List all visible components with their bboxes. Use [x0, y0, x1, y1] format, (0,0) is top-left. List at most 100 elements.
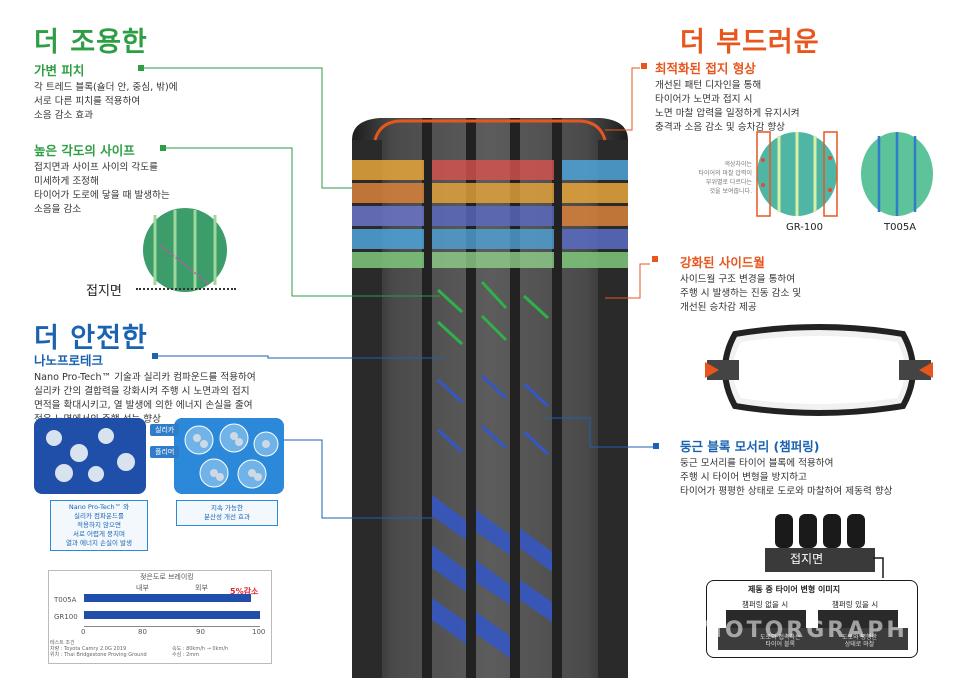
pitch-band-3 [352, 206, 424, 226]
sidewall-line: 주행 시 발생하는 진동 감소 및 [680, 288, 802, 299]
silica-tag: 실리카 [150, 424, 180, 436]
nano-note-left-line: 실리카 컴파운드를 [74, 512, 124, 520]
connector-contact [605, 67, 640, 131]
pitch-line: 소음 감소 효과 [34, 110, 94, 121]
connector-nano-2 [280, 439, 432, 519]
contact-line: 노면 마찰 압력을 일정하게 유지시켜 [655, 108, 800, 119]
chamfer-contact-label: 접지면 [790, 552, 824, 566]
brake-badge: 5%감소 [230, 587, 259, 596]
nano-title: 나노프로테크 [34, 353, 104, 368]
contact-arc [373, 119, 607, 141]
sipe-footprint-image [143, 208, 227, 292]
chamfer-line: 둥근 모서리를 타이어 블록에 적용하여 [680, 458, 834, 469]
pitch-band-c4 [432, 229, 554, 249]
nano-note-right-line: 분산성 개선 효과 [204, 513, 250, 521]
connector-nano [158, 355, 445, 359]
connector-chamfer [546, 417, 655, 448]
sidewall-line: 사이드월 구조 변경을 통하여 [680, 274, 796, 285]
pitch-band-r2 [562, 183, 628, 203]
groove-1 [422, 118, 432, 678]
cap-without: 도로와 접촉하는 타이어 블록 [760, 634, 801, 648]
brake-footnote-line: 차량 : Toyota Camry 2.0G 2019 [50, 646, 127, 652]
chamfer-line: 타이어가 평평한 상태로 도로와 마찰하여 제동력 향상 [680, 486, 893, 497]
brake-tick: 0 [81, 628, 86, 636]
groove-4 [552, 118, 562, 678]
brake-bar-t005a [84, 594, 251, 602]
cap-with-line: 도로와 평행한 [842, 634, 878, 641]
watermark-logo-icon [676, 620, 698, 642]
brake-footnote-left: 테스트 조건 차량 : Toyota Camry 2.0G 2019 위치 : … [50, 640, 147, 658]
header-quiet: 더 조용한 [34, 27, 148, 58]
pitch-band-r3 [562, 206, 628, 226]
cap-with-line: 상태로 마찰 [844, 641, 875, 648]
color-note-line: 것을 보여줍니다. [709, 188, 752, 195]
connector-sidewall [605, 263, 650, 299]
nano-note-left-line: 적용하지 않으면 [77, 521, 121, 529]
pitch-band-r5 [562, 252, 628, 268]
nano-note-right: 지속 가능한 분산성 개선 효과 [176, 500, 278, 526]
contact-line: 충격과 소음 감소 및 승차감 향상 [655, 122, 785, 133]
sipe-line: 접지면과 사이프 사이의 각도를 [34, 162, 158, 173]
sipe-title: 높은 각도의 사이프 [34, 143, 135, 158]
contact-line [136, 288, 236, 290]
pitch-band-4 [352, 229, 424, 249]
label-t005a: T005A [884, 222, 917, 233]
brake-bar-gr100 [84, 611, 260, 619]
brake-chart-title: 젖은도로 브레이킹 [140, 573, 194, 581]
with-chamfer: 챔퍼링 있을 시 [832, 600, 879, 609]
brake-axis [84, 626, 260, 627]
contact-pressure-images [756, 131, 933, 217]
pitch-band-2 [352, 183, 424, 203]
polymer-tag: 폴리머 [150, 446, 180, 458]
green-sipes [436, 280, 550, 346]
pitch-block: 가변 피치 각 트레드 블록(숄더 안, 중심, 밖)에 서로 다른 피치를 적… [34, 60, 178, 123]
sipe-line: 미세하게 조정해 [34, 176, 99, 187]
pitch-band-c5 [432, 252, 554, 268]
nano-note-left-line: 서로 어렵게 뭉치며 [73, 530, 125, 538]
sipe-line: 소음을 감소 [34, 204, 82, 215]
pitch-band-c2 [432, 183, 554, 203]
nano-line: 면적을 확대시키고, 열 발생에 의한 에너지 손실을 줄여 [34, 400, 253, 411]
chamfer-marker [653, 443, 659, 449]
chamfer-line: 주행 시 타이어 변형을 방지하고 [680, 472, 807, 483]
sidewall-marker [652, 256, 658, 262]
nano-marker [152, 353, 158, 359]
pitch-line: 서로 다른 피치를 적용하여 [34, 96, 141, 107]
sipe-contact-label: 접지면 [86, 284, 122, 299]
nano-block: 나노프로테크 Nano Pro-Tech™ 기술과 실리카 컴파운드를 적용하여… [34, 350, 256, 427]
brake-footnote-line: 수심 : 2mm [172, 652, 199, 658]
brake-footnote-right: 속도 : 80km/h → 0km/h 수심 : 2mm [172, 646, 228, 658]
color-note: 색상차이는 타이어의 마찰 압력이 부위별로 다르다는 것을 보여줍니다. [672, 160, 753, 196]
pitch-band-c1 [432, 160, 554, 180]
brake-row-label: GR100 [54, 613, 78, 621]
brake-label-outer: 외부 [195, 584, 208, 592]
label-gr100: GR-100 [786, 222, 823, 233]
groove-2 [466, 118, 476, 678]
cap-without-line: 도로와 접촉하는 [760, 634, 801, 641]
pitch-title: 가변 피치 [34, 63, 85, 78]
chamfer-block-image [765, 514, 884, 578]
color-note-line: 색상차이는 [724, 161, 752, 168]
deformation-title: 제동 중 타이어 변형 이미지 [748, 585, 841, 594]
pitch-marker [138, 65, 144, 71]
pitch-band-5 [352, 252, 424, 268]
brake-tick: 90 [196, 628, 205, 636]
header-safe: 더 안전한 [34, 323, 148, 354]
sidewall-line: 개선된 승차감 제공 [680, 302, 757, 313]
sidewall-cross-section [705, 324, 933, 416]
watermark: MOTORGRAPH [700, 618, 908, 643]
brake-row-label: T005A [54, 596, 77, 604]
pitch-band-c3 [432, 206, 554, 226]
nano-note-left-line: 열과 에너지 손실이 발생 [66, 539, 132, 547]
contact-block: 최적화된 접지 형상 개선된 패턴 디자인을 통해 타이어가 노면과 접지 시 … [655, 58, 800, 135]
color-note-line: 부위별로 다르다는 [705, 179, 752, 186]
connector-sipe [165, 147, 440, 297]
sipe-block: 높은 각도의 사이프 접지면과 사이프 사이의 각도를 미세하게 조정해 타이어… [34, 140, 170, 217]
sipe-marker [160, 145, 166, 151]
cap-with: 도로와 평행한 상태로 마찰 [842, 634, 877, 648]
without-chamfer: 챔퍼링 없을 시 [742, 600, 789, 609]
nano-note-right-line: 지속 가능한 [211, 504, 243, 512]
groove-3 [510, 118, 520, 678]
contact-line: 개선된 패턴 디자인을 통해 [655, 80, 762, 91]
